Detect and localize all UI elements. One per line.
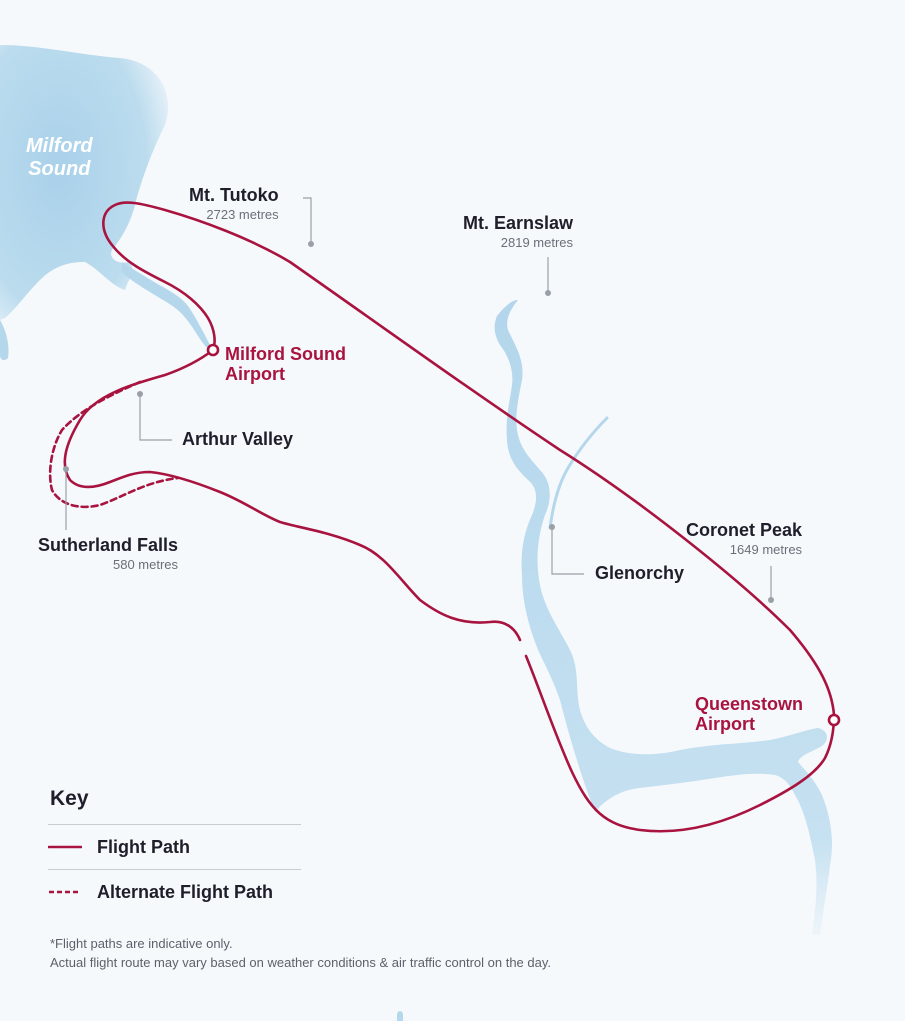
queenstown-airport-label: Queenstown Airport (695, 694, 803, 734)
milford-airport-line-2: Airport (225, 364, 285, 384)
glenorchy-label: Glenorchy (595, 563, 685, 583)
footnote-line-2: Actual flight route may vary based on we… (50, 955, 552, 970)
sutherland-falls-name: Sutherland Falls (38, 535, 179, 555)
alternate-flight-path (48, 380, 180, 509)
milford-sound-inlet (0, 320, 9, 361)
water-label-line-2: Sound (28, 158, 91, 180)
key-label-flight-path: Flight Path (97, 836, 190, 857)
key-item-flight-path: Flight Path (48, 836, 190, 858)
key-divider (48, 869, 301, 870)
mt-tutoko-name: Mt. Tutoko (189, 185, 279, 205)
mt-earnslaw-label: Mt. Earnslaw 2819 metres (463, 213, 573, 250)
arthur-valley-label: Arthur Valley (182, 429, 294, 449)
coronet-peak-name: Coronet Peak (686, 520, 803, 540)
footnote-line-1: *Flight paths are indicative only. (50, 936, 233, 951)
queenstown-airport-line-1: Queenstown (695, 694, 804, 714)
queenstown-airport-marker (827, 713, 841, 727)
flight-path (102, 201, 836, 833)
milford-airport-label: Milford Sound Airport (225, 344, 346, 384)
milford-river (122, 262, 213, 352)
dashed-line-swatch (49, 890, 81, 894)
milford-sound-water (0, 45, 168, 320)
flight-path (63, 348, 522, 642)
milford-sound-water-label: Milford Sound (26, 135, 93, 181)
lake-wakatipu (494, 300, 833, 935)
key-divider (48, 824, 301, 825)
milford-airport-line-1: Milford Sound (225, 344, 346, 364)
key-item-alternate-flight-path: Alternate Flight Path (48, 881, 273, 903)
mt-tutoko-label: Mt. Tutoko 2723 metres (189, 185, 279, 222)
queenstown-airport-line-2: Airport (695, 714, 755, 734)
bottom-stream (397, 1011, 403, 1021)
solid-line-swatch (48, 845, 82, 849)
mt-earnslaw-elevation: 2819 metres (500, 235, 574, 250)
mt-tutoko-elevation: 2723 metres (206, 207, 279, 222)
place-dots (63, 241, 774, 603)
rees-river (548, 416, 609, 530)
key-label-alternate-flight-path: Alternate Flight Path (97, 881, 274, 902)
sutherland-falls-label: Sutherland Falls 580 metres (38, 535, 178, 572)
milford-airport-marker (206, 343, 220, 357)
water-label-line-1: Milford (26, 135, 93, 157)
footnotes: *Flight paths are indicative only. Actua… (50, 934, 551, 972)
key-title: Key (50, 787, 89, 810)
leader-lines (65, 197, 772, 599)
coronet-peak-label: Coronet Peak 1649 metres (686, 520, 802, 557)
coronet-peak-elevation: 1649 metres (729, 542, 803, 557)
mt-earnslaw-name: Mt. Earnslaw (463, 213, 574, 233)
sutherland-falls-elevation: 580 metres (112, 557, 179, 572)
